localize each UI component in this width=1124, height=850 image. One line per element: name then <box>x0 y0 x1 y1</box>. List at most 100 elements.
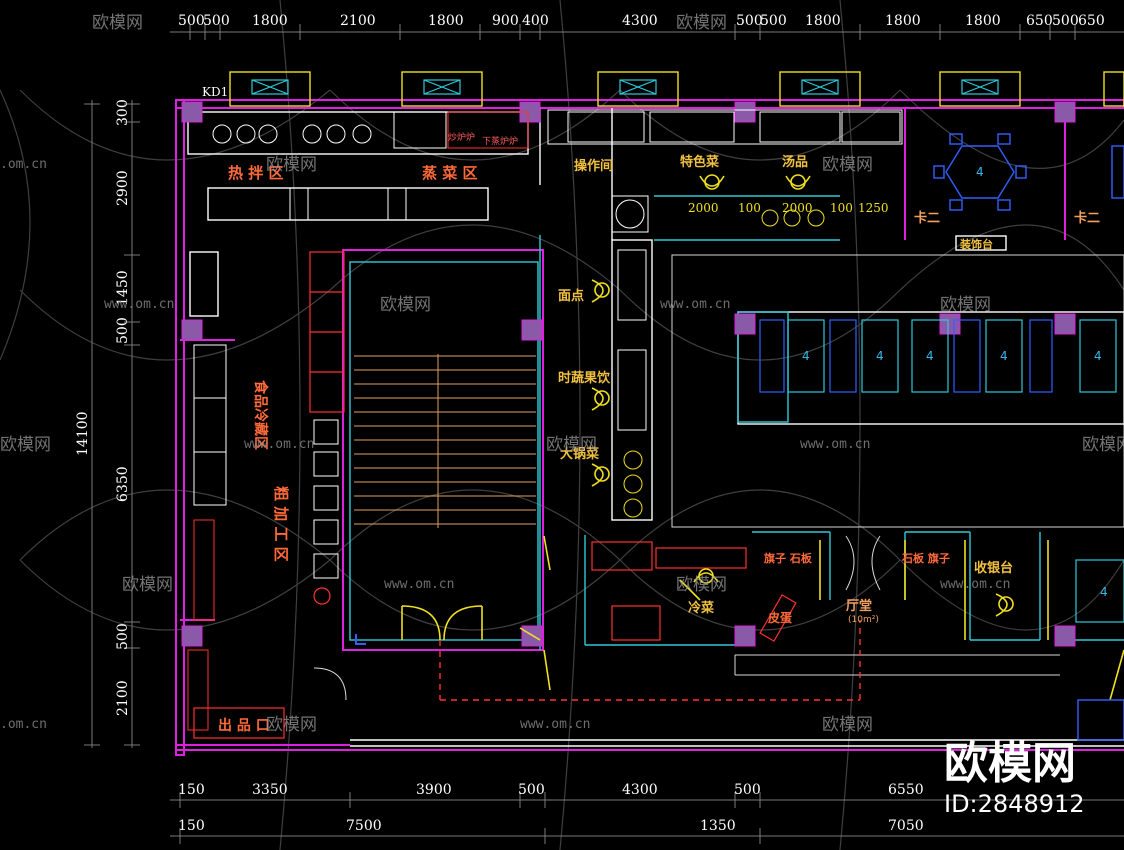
table-num-5: 4 <box>1094 349 1102 363</box>
round-table-booths <box>933 133 1124 741</box>
wm-brand-2: 欧模网 <box>676 13 727 33</box>
table-num-3: 4 <box>926 349 934 363</box>
bottom-dim-1-1: 3350 <box>252 782 288 798</box>
inner-white-lines <box>671 254 1124 676</box>
left-dim-total: 14100 <box>75 411 91 456</box>
zone-labels: KD1 热 拌 区 蒸 菜 区 炒炉炉 下蒸炉炉 操作间 特色菜 汤品 面点 时… <box>202 85 1100 734</box>
zone-steam: 蒸 菜 区 <box>422 164 477 182</box>
table-num-2: 4 <box>876 349 884 363</box>
bottom-dim-2-2: 1350 <box>700 818 736 834</box>
left-dim-0: 300 <box>115 99 131 126</box>
stoves <box>212 111 529 221</box>
zone-cold-store: 食品冷藏区 <box>252 380 269 450</box>
stairs <box>354 354 536 528</box>
bottom-dimension-labels: 150 3350 3900 500 4300 500 6550 150 7500… <box>178 782 924 834</box>
top-dim-8: 500 <box>736 13 763 29</box>
top-dim-13: 650 <box>1026 13 1053 29</box>
flag-left: 旗子 石板 <box>764 551 813 565</box>
left-dim-2: 1450 <box>115 270 131 306</box>
bottom-dim-1-0: 150 <box>178 782 205 798</box>
bottom-dim-1-3: 500 <box>518 782 545 798</box>
top-dim-0: 500 <box>178 13 205 29</box>
wm-brand-12: 欧模网 <box>266 715 317 735</box>
counters <box>547 109 903 518</box>
wm-brand-10: 欧模网 <box>122 575 173 595</box>
hall-label: 厅堂 <box>846 598 872 614</box>
wm-brand-8: 欧模网 <box>546 435 597 455</box>
table-num-6: 4 <box>1100 585 1108 599</box>
walls-cyan <box>349 195 1124 650</box>
top-dim-6: 400 <box>522 13 549 29</box>
columns <box>181 101 1076 647</box>
table-num-4: 4 <box>1000 349 1008 363</box>
zone-fruit: 时蔬果饮 <box>558 370 611 386</box>
top-dim-2: 1800 <box>252 13 288 29</box>
wm-url-4: www.om.cn <box>800 437 870 452</box>
processing-racks <box>187 344 339 731</box>
bottom-dim-2-3: 7050 <box>888 818 924 834</box>
top-dim-15: 650 <box>1078 13 1105 29</box>
left-dimension-labels: 300 2900 1450 500 6350 500 2100 14100 <box>75 99 131 716</box>
bottom-dimension-lines <box>170 792 1124 844</box>
zone-soup: 汤品 <box>782 155 808 170</box>
stove-small-label-2: 下蒸炉炉 <box>482 135 518 147</box>
left-dim-3: 500 <box>115 317 131 344</box>
evacuation-path <box>439 620 861 701</box>
left-dim-5: 500 <box>115 623 131 650</box>
wm-url-short-2: .om.cn <box>0 717 47 732</box>
walls-magenta <box>175 99 1124 756</box>
zone-pass: 出 品 口 <box>218 717 270 734</box>
top-dim-14: 500 <box>1052 13 1079 29</box>
table-numbers: 4 4 4 4 4 4 4 <box>802 165 1108 599</box>
wm-url-3: www.om.cn <box>244 437 314 452</box>
logo-text: 欧模网 <box>944 738 1076 789</box>
table-num-1: 4 <box>802 349 810 363</box>
chef-figures <box>591 174 1014 617</box>
booth-left: 卡二 <box>914 210 940 226</box>
left-dimension-line <box>84 100 140 748</box>
stove-small-label: 炒炉炉 <box>448 131 475 143</box>
top-dim-7: 4300 <box>622 13 658 29</box>
inner-dim-4: 1250 <box>858 201 889 215</box>
leather-label: 皮蛋 <box>767 610 792 625</box>
wm-brand-11: 欧模网 <box>676 575 727 595</box>
left-dim-4: 6350 <box>115 466 131 502</box>
door-arcs-white <box>313 535 881 701</box>
watermark-brands: 欧模网 欧模网 欧模网 欧模网 欧模网 欧模网 欧模网 欧模网 欧模网 欧模网 … <box>0 13 1124 735</box>
wm-url-6: www.om.cn <box>940 577 1010 592</box>
wm-brand-3: 欧模网 <box>266 155 317 175</box>
zone-bowl: 大锅菜 <box>560 446 599 462</box>
zone-special: 特色菜 <box>680 154 719 170</box>
wm-brand-9: 欧模网 <box>1082 435 1124 455</box>
doors <box>401 535 1124 701</box>
top-dim-9: 500 <box>760 13 787 29</box>
top-dim-12: 1800 <box>965 13 1001 29</box>
shelves-red <box>193 251 797 739</box>
table-num-round: 4 <box>976 165 984 179</box>
top-dim-3: 2100 <box>340 13 376 29</box>
wm-url-short-1: .om.cn <box>0 157 47 172</box>
bottom-dim-1-6: 6550 <box>888 782 924 798</box>
wm-url-1: www.om.cn <box>104 297 174 312</box>
inner-dim-3: 100 <box>830 201 853 215</box>
logo-block: 欧模网 ID:2848912 <box>944 738 1085 818</box>
bottom-dim-2-1: 7500 <box>346 818 382 834</box>
decor-label: 装饰台 <box>959 237 993 251</box>
zone-hot: 热 拌 区 <box>228 164 283 182</box>
wm-brand-1: 欧模网 <box>92 13 143 33</box>
inner-dim-1: 100 <box>738 201 761 215</box>
zone-noodle: 面点 <box>558 288 584 304</box>
watermark-urls: .om.cn www.om.cn www.om.cn www.om.cn www… <box>0 157 1010 732</box>
top-dim-4: 1800 <box>428 13 464 29</box>
zone-operation: 操作间 <box>574 158 613 174</box>
wm-brand-7: 欧模网 <box>0 435 51 455</box>
left-dim-1: 2900 <box>115 170 131 206</box>
top-dimension-labels: 500 500 1800 2100 1800 900 400 4300 500 … <box>178 13 1105 29</box>
zone-process: 粗 加 工 区 <box>272 486 290 562</box>
wm-brand-5: 欧模网 <box>380 295 431 315</box>
top-dim-1: 500 <box>203 13 230 29</box>
flag-right: 石板 旗子 <box>901 551 950 565</box>
top-dim-11: 1800 <box>885 13 921 29</box>
window-vents <box>251 79 999 95</box>
